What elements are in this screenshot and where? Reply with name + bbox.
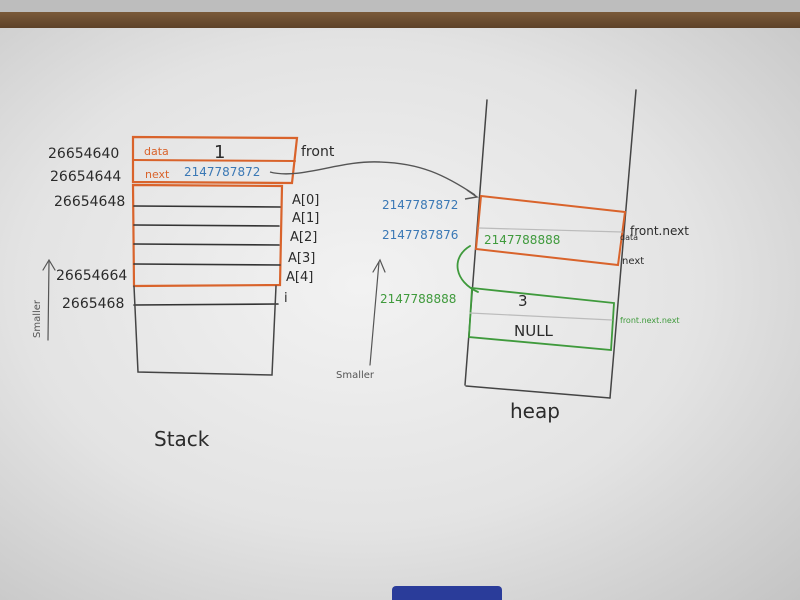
heap-next-arrow xyxy=(456,245,479,293)
heap-side-label: next xyxy=(622,256,644,267)
front-label: front xyxy=(301,144,335,160)
heap-address: 2147787876 xyxy=(382,228,458,242)
array-label: A[2] xyxy=(290,230,317,245)
stack-address: 26654648 xyxy=(54,194,125,210)
heap-node-2 xyxy=(468,287,615,351)
heap-side-label: front.next.next xyxy=(620,316,680,325)
front-next-value: 2147787872 xyxy=(184,165,260,179)
heap-smaller-arrow xyxy=(369,261,380,366)
stack-front-node xyxy=(131,135,299,185)
stack-front-divider xyxy=(132,159,296,162)
array-label: A[1] xyxy=(292,211,319,226)
front-data-value: 1 xyxy=(214,142,225,163)
array-label: A[3] xyxy=(288,251,315,266)
heap-address: 2147788888 xyxy=(380,292,456,306)
array-label: A[0] xyxy=(292,193,319,208)
stack-diagram xyxy=(42,135,299,376)
heap-node2-next: NULL xyxy=(514,322,554,340)
heap-smaller-arrowhead xyxy=(372,258,386,273)
heap-side-label: front.next xyxy=(630,224,689,238)
stack-walls xyxy=(133,285,277,376)
stack-smaller-arrow xyxy=(47,261,50,341)
heap-address: 2147787872 xyxy=(382,198,458,212)
stack-smaller-arrowhead xyxy=(42,258,56,271)
whiteboard-surface xyxy=(0,28,800,600)
stack-smaller-label: Smaller xyxy=(32,299,43,338)
front-data-label: data xyxy=(144,145,169,158)
wall xyxy=(0,0,800,14)
stack-array-block xyxy=(131,183,284,288)
stack-row-line xyxy=(133,205,281,208)
whiteboard-eraser xyxy=(392,586,502,600)
heap-side-label: data xyxy=(620,233,638,242)
stack-address: 26654644 xyxy=(50,169,121,185)
pointer-arrow xyxy=(269,161,476,196)
stack-row-line xyxy=(133,243,280,246)
stack-addresses: 26654640 26654644 26654648 26654664 2665… xyxy=(48,146,127,312)
heap-next-value: 2147788888 xyxy=(484,233,560,247)
stack-i-line xyxy=(133,303,279,306)
heap-diagram xyxy=(369,89,637,399)
heap-node-2-divider xyxy=(469,312,613,321)
front-next-label: next xyxy=(145,168,170,181)
i-label: i xyxy=(284,291,288,306)
heap-title: heap xyxy=(510,399,560,423)
stack-title: Stack xyxy=(154,427,210,451)
stack-row-line xyxy=(133,224,280,227)
heap-smaller-label: Smaller xyxy=(336,370,375,381)
heap-bottom xyxy=(465,385,611,399)
whiteboard-frame xyxy=(0,12,800,30)
stack-address: 2665468 xyxy=(62,296,124,312)
stack-row-line xyxy=(133,263,281,266)
heap-node-1 xyxy=(474,194,627,267)
array-label: A[4] xyxy=(286,270,313,285)
stack-address: 26654640 xyxy=(48,146,119,162)
stack-address: 26654664 xyxy=(56,268,127,284)
heap-node-1-divider xyxy=(478,227,623,233)
array-labels: A[0] A[1] A[2] A[3] A[4] i xyxy=(284,193,319,306)
heap-node2-value: 3 xyxy=(518,292,528,310)
pointer-arrowhead xyxy=(464,189,479,200)
heap-right-wall xyxy=(609,89,637,399)
